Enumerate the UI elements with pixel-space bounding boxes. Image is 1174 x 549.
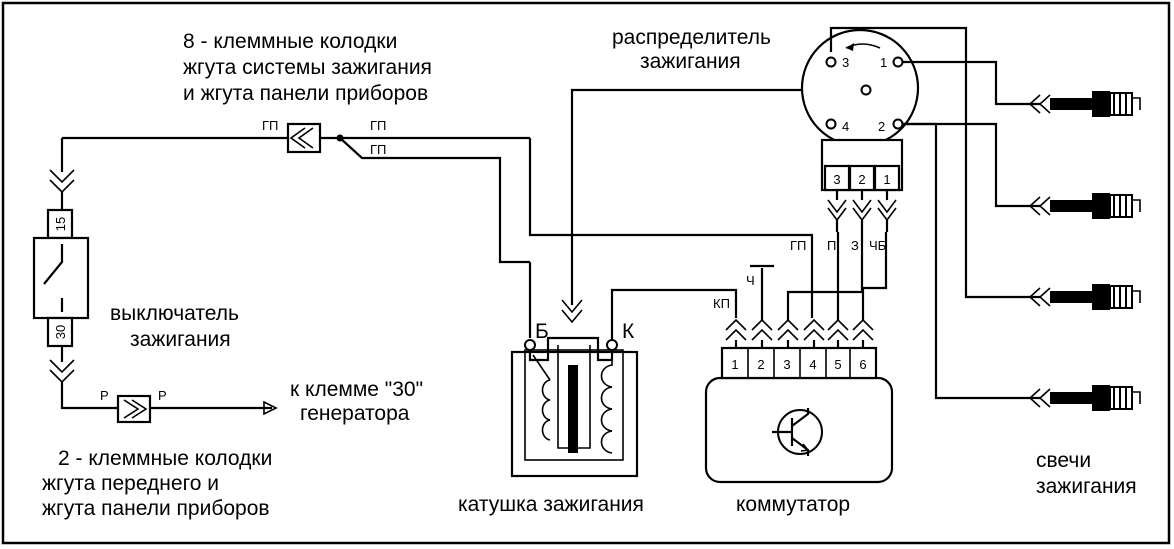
wire-r-right: Р <box>158 388 167 403</box>
spark-plug-4 <box>1028 385 1141 411</box>
plugs-line2: зажигания <box>1036 475 1137 498</box>
wire-gp-a: ГП <box>370 118 386 133</box>
commutator-label: коммутатор <box>736 493 850 516</box>
coil-core <box>568 365 578 453</box>
spark-plug-1 <box>1028 91 1141 117</box>
dist-term-3: 3 <box>833 172 840 187</box>
wire-chb: ЧБ <box>869 238 886 253</box>
distributor-line2: зажигания <box>640 50 741 73</box>
wire-gp-b: ГП <box>370 142 386 157</box>
spark-plug-3 <box>1028 284 1141 310</box>
coil-label-b: Б <box>535 320 549 343</box>
coil-label: катушка зажигания <box>458 493 644 516</box>
comm-pin-3: 3 <box>783 357 790 372</box>
connector8-line1: 8 - клеммные колодки <box>183 30 397 53</box>
dist-pin-3: 3 <box>842 55 849 70</box>
comm-pin-5: 5 <box>834 357 841 372</box>
connector2-line3: жгута панели приборов <box>42 497 270 520</box>
commutator: 1 2 3 4 5 6 <box>704 318 894 484</box>
spark-plugs <box>1028 91 1141 411</box>
switch-pin-30-box <box>46 316 74 348</box>
connector-8: ГП ГП ГП <box>262 118 530 264</box>
generator-line2: генератора <box>300 402 410 425</box>
commutator-pins: 1 2 3 4 5 6 <box>731 348 867 378</box>
wire-r-left: Р <box>100 388 109 403</box>
coil-terminal-k <box>606 339 618 351</box>
ignition-coil: Б К <box>510 320 639 478</box>
switch-line1: выключатель <box>110 302 239 325</box>
wire-kp: КП <box>713 296 730 311</box>
switch-line2: зажигания <box>130 328 231 351</box>
connector8-line3: и жгута панели приборов <box>183 82 428 105</box>
dist-term-2: 2 <box>858 172 865 187</box>
comm-pin-1: 1 <box>731 357 738 372</box>
wire-gp-connector: ГП <box>262 118 278 133</box>
distributor: 3 2 1 3 1 4 2 <box>800 28 920 234</box>
switch-pin-30: 30 <box>53 325 68 339</box>
dist-pin-1: 1 <box>880 55 887 70</box>
wire-p: П <box>827 238 836 253</box>
connector2-line2: жгута переднего и <box>42 472 219 495</box>
distributor-line1: распределитель <box>612 26 771 49</box>
switch-pin-15: 15 <box>53 217 68 231</box>
connector-2: Р Р <box>100 388 278 424</box>
comm-pin-4: 4 <box>809 357 816 372</box>
generator-line1: к клемме "30" <box>290 378 423 401</box>
plugs-line1: свечи <box>1036 449 1091 472</box>
connector2-line1: 2 - клеммные колодки <box>58 447 272 470</box>
dist-pin-4: 4 <box>842 119 849 134</box>
dist-term-1: 1 <box>883 172 890 187</box>
wire-z: З <box>851 238 859 253</box>
wire-ch: Ч <box>746 273 755 288</box>
ignition-switch: 15 30 <box>32 138 118 410</box>
coil-terminal-b <box>524 339 536 351</box>
comm-pin-2: 2 <box>757 357 764 372</box>
comm-pin-6: 6 <box>859 357 866 372</box>
wire-gp-comm: ГП <box>790 238 806 253</box>
spark-plug-2 <box>1028 193 1141 219</box>
coil-label-k: К <box>622 320 635 343</box>
dist-pin-2: 2 <box>878 119 885 134</box>
connector8-line2: жгута системы зажигания <box>183 56 432 79</box>
